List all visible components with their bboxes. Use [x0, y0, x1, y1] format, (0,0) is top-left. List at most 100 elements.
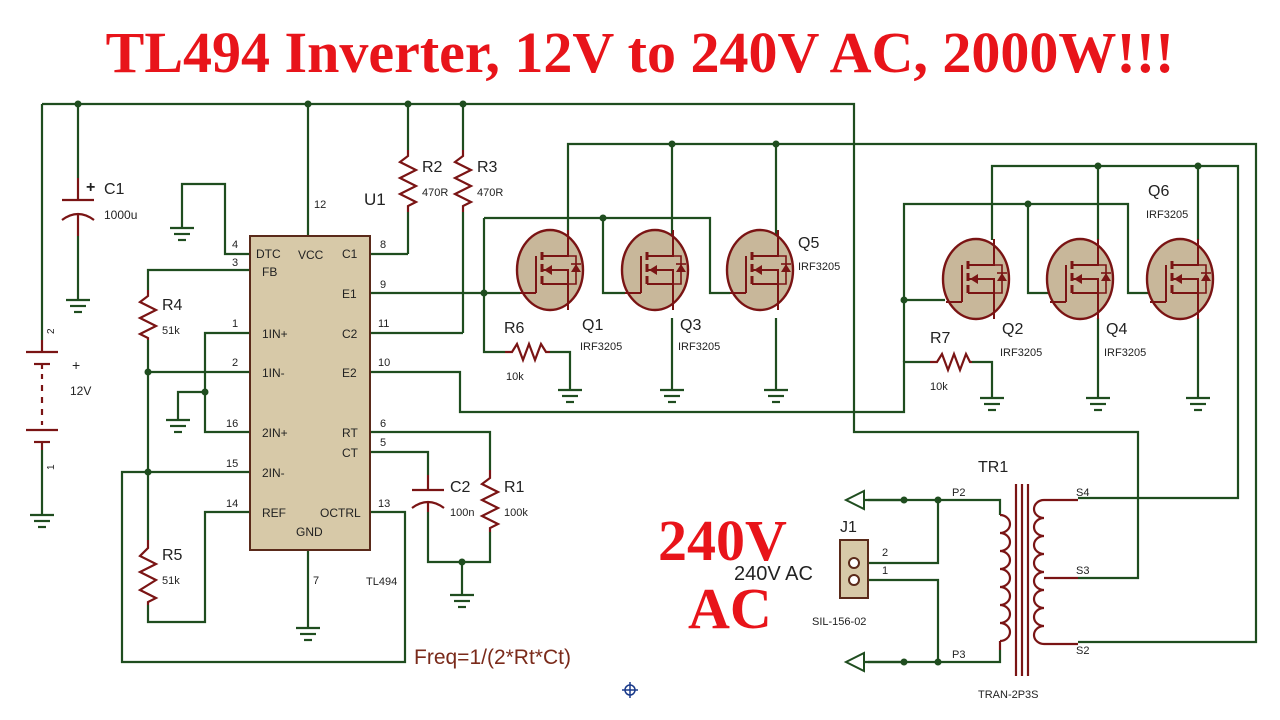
arrow-left-icon [843, 489, 865, 511]
tr1-p2: P2 [952, 487, 965, 499]
battery-12v[interactable]: + 12V 2 1 [26, 328, 91, 470]
q4-ref: Q4 [1106, 321, 1127, 338]
ic-tl494[interactable]: U1 TL494 VCC 12 GND 7 DTC 4 FB 3 1IN+ 1 … [226, 190, 397, 588]
q1-part: IRF3205 [580, 341, 622, 353]
pin-num-3: 3 [232, 257, 238, 269]
j1-pin1: 1 [882, 565, 888, 577]
ic-vcc-name: VCC [298, 248, 324, 262]
overlay-ac: AC [688, 576, 772, 641]
r6-value: 10k [506, 371, 524, 383]
mosfet-q1[interactable] [515, 228, 585, 312]
tr1-part: TRAN-2P3S [978, 689, 1039, 701]
q6-ref: Q6 [1148, 183, 1169, 200]
c2-ref: C2 [450, 479, 471, 496]
tr1-s3: S3 [1076, 565, 1089, 577]
pin-name-c1: C1 [342, 247, 358, 261]
tr1-s4: S4 [1076, 487, 1089, 499]
pin-num-9: 9 [380, 279, 386, 291]
pin-name-2inn: 2IN- [262, 466, 285, 480]
battery-plus: + [72, 357, 80, 373]
ground-icon [296, 626, 320, 642]
junction-dots [74, 100, 1202, 666]
pin-name-e1: E1 [342, 287, 357, 301]
pin-name-e2: E2 [342, 366, 357, 380]
frequency-formula: Freq=1/(2*Rt*Ct) [414, 646, 571, 669]
pin-num-2: 2 [232, 357, 238, 369]
tr1-s2: S2 [1076, 645, 1089, 657]
c1-ref: C1 [104, 181, 125, 198]
pin-name-octrl: OCTRL [320, 506, 361, 520]
pin-name-1inn: 1IN- [262, 366, 285, 380]
r3-value: 470R [477, 187, 503, 199]
overlay-240v: 240V [658, 508, 787, 573]
pin-num-14: 14 [226, 498, 238, 510]
battery-pin-top: 2 [46, 328, 57, 334]
mosfet-labels: Q1 IRF3205 Q3 IRF3205 Q5 IRF3205 Q2 IRF3… [580, 183, 1188, 359]
ic-part: TL494 [366, 576, 397, 588]
tr1-p3: P3 [952, 649, 965, 661]
pin-num-13: 13 [378, 498, 390, 510]
c1-value: 1000u [104, 208, 137, 222]
r3-ref: R3 [477, 159, 498, 176]
q2-ref: Q2 [1002, 321, 1023, 338]
q4-part: IRF3205 [1104, 347, 1146, 359]
mosfet-q2[interactable] [941, 237, 1011, 321]
mosfet-q6[interactable] [1145, 237, 1215, 321]
capacitor-c1[interactable]: + C1 1000u [61, 178, 137, 236]
pin-num-16: 16 [226, 418, 238, 430]
ic-gnd-num: 7 [313, 575, 319, 587]
r7-ref: R7 [930, 330, 951, 347]
resistor-r7[interactable]: R7 10k [930, 330, 972, 393]
ic-gnd-name: GND [296, 525, 323, 539]
ground-icon [66, 298, 90, 314]
c2-value: 100n [450, 507, 474, 519]
j1-ref: J1 [840, 519, 857, 536]
mosfet-q4[interactable] [1045, 237, 1115, 321]
capacitor-c2[interactable]: C2 100n [411, 475, 474, 519]
pin-num-6: 6 [380, 418, 386, 430]
ic-vcc-num: 12 [314, 199, 326, 211]
resistor-r6[interactable]: R6 10k [504, 320, 550, 383]
resistor-r5[interactable]: R5 51k [137, 540, 183, 605]
ground-icon [450, 593, 474, 609]
r4-ref: R4 [162, 297, 183, 314]
ground-icon [764, 388, 788, 404]
j1-part: SIL-156-02 [812, 616, 866, 628]
r2-ref: R2 [422, 159, 443, 176]
r6-ref: R6 [504, 320, 525, 337]
j1-label: 240V AC [734, 563, 813, 585]
pin-num-5: 5 [380, 437, 386, 449]
transformer-tr1[interactable]: TR1 TRAN-2P3S P2 P3 S4 S3 S2 [952, 459, 1089, 701]
pin-num-8: 8 [380, 239, 386, 251]
wires [40, 102, 1258, 664]
mosfet-layer [515, 228, 1215, 321]
resistor-r3[interactable]: R3 470R [452, 150, 503, 212]
r2-value: 470R [422, 187, 448, 199]
ground-icon [1186, 396, 1210, 412]
r1-ref: R1 [504, 479, 525, 496]
battery-pin-bottom: 1 [46, 464, 57, 470]
pin-name-ct: CT [342, 446, 359, 460]
mosfet-q5[interactable] [725, 228, 795, 312]
q5-part: IRF3205 [798, 261, 840, 273]
resistor-r4[interactable]: R4 51k [137, 290, 183, 340]
pin-num-10: 10 [378, 357, 390, 369]
resistor-r1[interactable]: R1 100k [479, 470, 528, 532]
resistor-r2[interactable]: R2 470R [397, 150, 448, 212]
ground-icon [166, 418, 190, 434]
connector-j1[interactable]: J1 240V AC 2 1 SIL-156-02 [734, 519, 888, 628]
pin-name-2inp: 2IN+ [262, 426, 288, 440]
crosshair-icon [622, 682, 638, 698]
ground-icon [30, 513, 54, 529]
mosfet-q3[interactable] [620, 228, 690, 312]
ground-icon [980, 396, 1004, 412]
q2-part: IRF3205 [1000, 347, 1042, 359]
pin-num-15: 15 [226, 458, 238, 470]
pin-num-4: 4 [232, 239, 238, 251]
pin-name-c2: C2 [342, 327, 358, 341]
q1-ref: Q1 [582, 317, 603, 334]
pin-name-ref: REF [262, 506, 286, 520]
battery-value: 12V [70, 384, 91, 398]
q6-part: IRF3205 [1146, 209, 1188, 221]
